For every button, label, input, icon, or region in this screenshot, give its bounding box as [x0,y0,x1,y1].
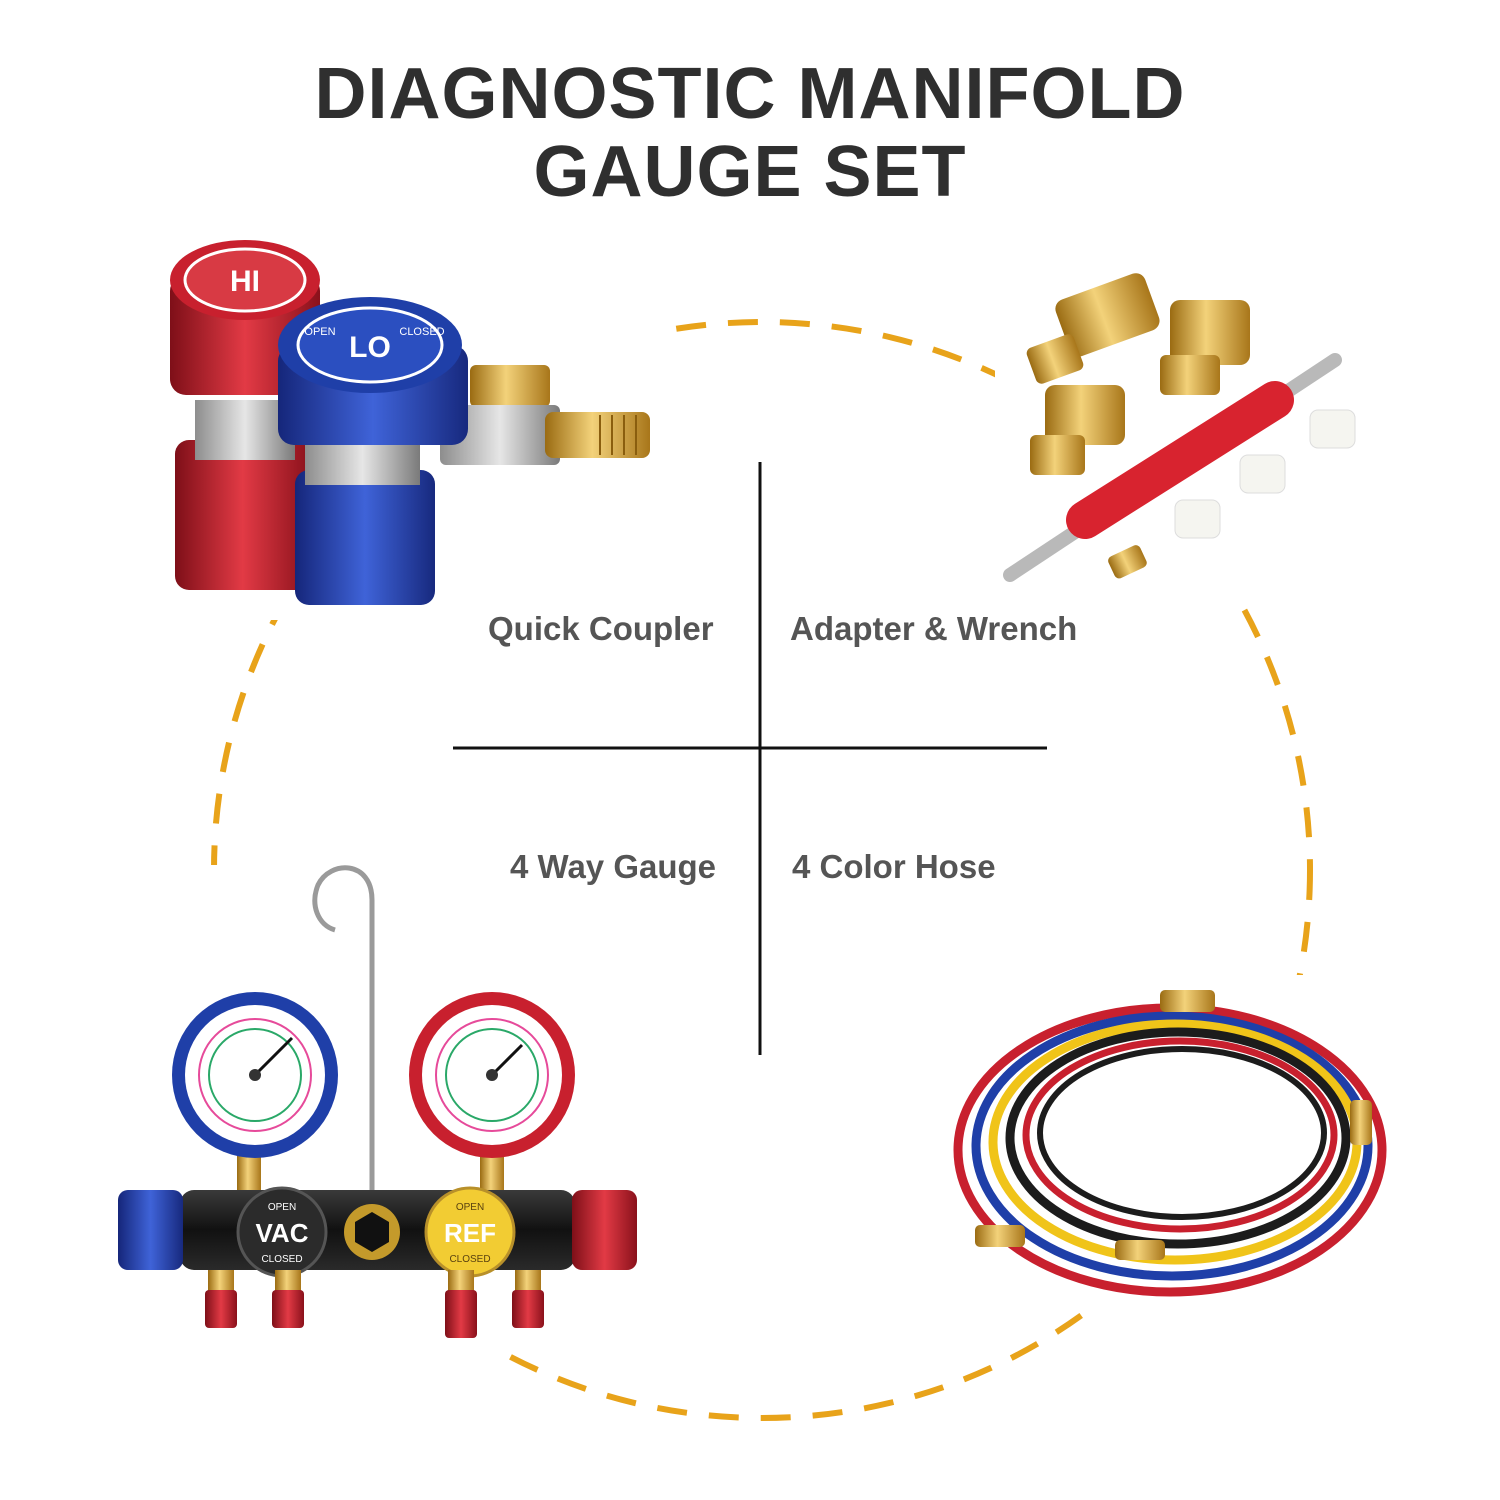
manifold-vac-open-label: OPEN [268,1202,296,1213]
label-4-color-hose: 4 Color Hose [792,848,996,885]
label-quick-coupler: Quick Coupler [488,610,714,647]
manifold-ref-label: REF [444,1218,496,1248]
coupler-high-label: HI [230,265,260,298]
manifold-vac-label: VAC [256,1218,309,1248]
page-title: DIAGNOSTIC MANIFOLD GAUGE SET [0,55,1500,211]
manifold-gauge-image: VAC OPEN CLOSED REF OPEN CLOSED [118,865,637,1338]
label-adapter-wrench: Adapter & Wrench [790,610,1078,647]
manifold-ref-open-label: OPEN [456,1202,484,1213]
title-line-2: GAUGE SET [533,132,967,212]
title-line-1: DIAGNOSTIC MANIFOLD [314,54,1186,134]
coupler-open-label: OPEN [304,326,335,338]
quick-coupler-image: HI LO OPEN CLOSED [170,240,650,605]
label-4-way-gauge: 4 Way Gauge [510,848,717,885]
color-hose-image [953,990,1387,1297]
coupler-low-label: LO [349,331,391,364]
coupler-closed-label: CLOSED [399,326,444,338]
adapter-wrench-image [1003,273,1356,582]
manifold-vac-closed-label: CLOSED [261,1254,302,1265]
manifold-ref-closed-label: CLOSED [449,1254,490,1265]
